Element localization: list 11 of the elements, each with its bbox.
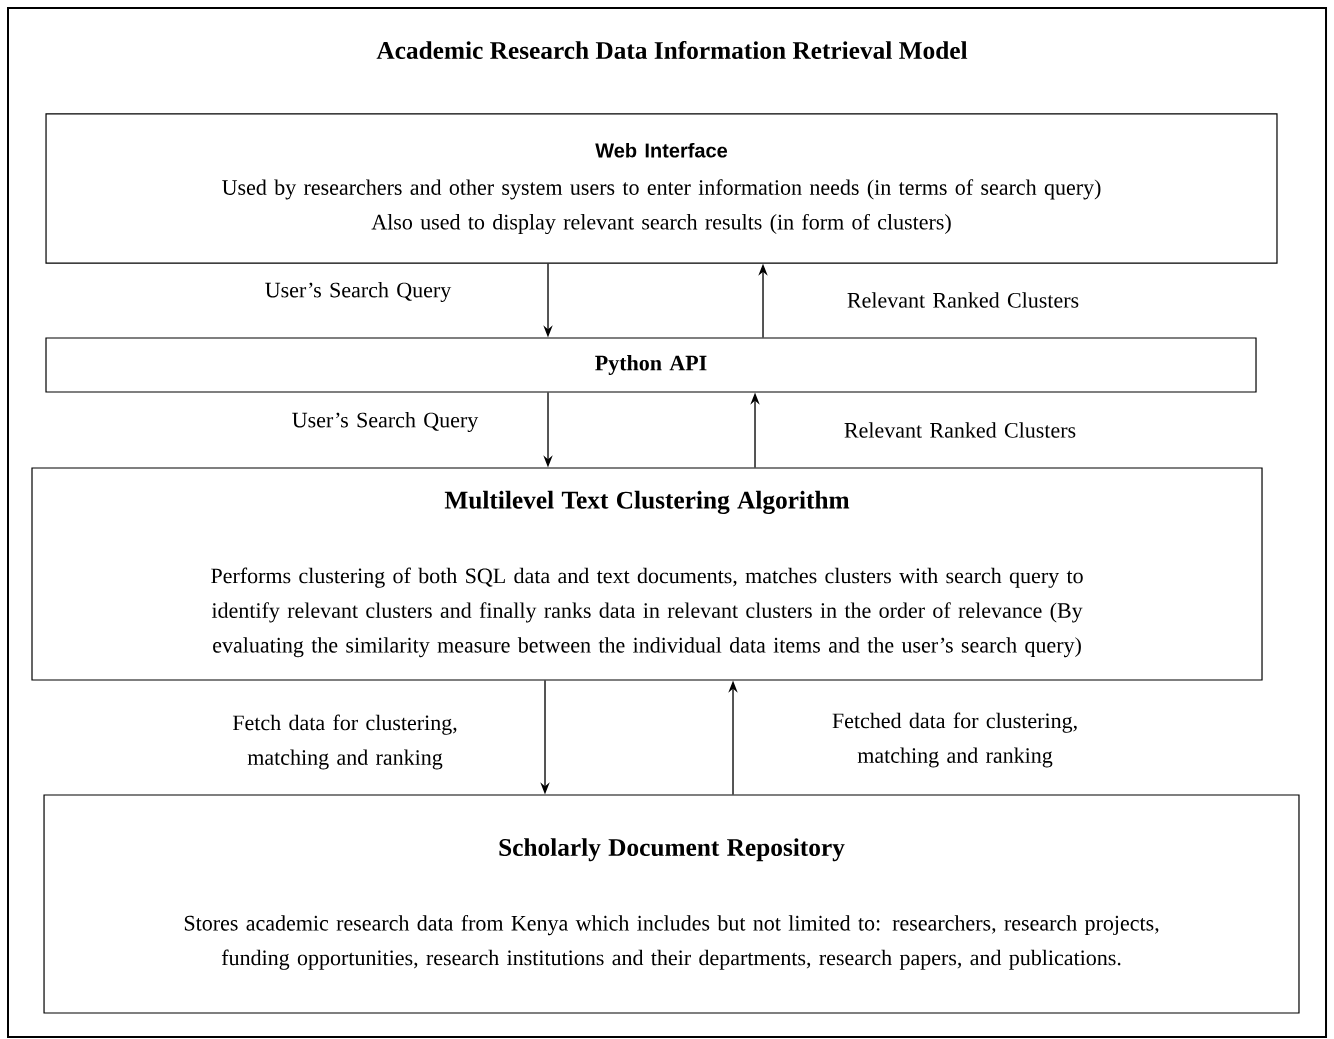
process-box: Multilevel Text Clustering Algorithm Performs clustering of both SQL data and text documents, matches clusters with search query to identify relevant clusters and finally ranks data in relevant clusters in the order of relevance (By evaluating the similarity measure between the individual data items and the user’s search query) <box>31 467 1263 681</box>
edge-label: Relevant Ranked Clusters <box>847 292 1079 308</box>
edge-label: Relevant Ranked Clusters <box>844 422 1076 438</box>
edge-label: User’s Search Query <box>265 282 452 302</box>
edge-label: Fetched data for clustering, matching and ranking <box>832 712 1077 768</box>
diagram-title: Academic Research Data Information Retrieval Model <box>376 40 968 60</box>
process-box: Python API <box>45 337 1257 393</box>
edge-label: Fetch data for clustering, matching and ranking <box>232 714 457 770</box>
process-box: Scholarly Document Repository Stores academic research data from Kenya which includes but not limited to: researchers, research projects, funding opportunities, research institutions and their departments, research papers, and publications. <box>43 794 1300 1014</box>
edge-label: User’s Search Query <box>292 412 479 432</box>
process-box: Web Interface Used by researchers and other system users to enter information needs (in terms of search query) Also used to display relevant search results (in form of clusters) <box>45 113 1278 264</box>
